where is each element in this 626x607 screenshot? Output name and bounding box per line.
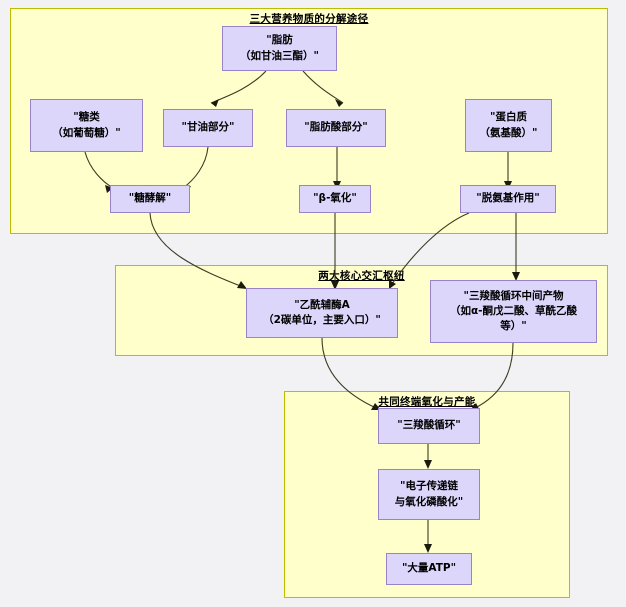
node-acetyl-coa[interactable]: "乙酰辅酶A （2碳单位，主要入口）" xyxy=(246,288,398,338)
node-glycerol[interactable]: "甘油部分" xyxy=(163,109,253,147)
node-etc-oxphos[interactable]: "电子传递链 与氧化磷酸化" xyxy=(378,469,480,520)
node-carbohydrate[interactable]: "糖类 （如葡萄糖）" xyxy=(30,99,143,152)
node-glycolysis[interactable]: "糖酵解" xyxy=(110,185,190,213)
node-atp[interactable]: "大量ATP" xyxy=(386,553,472,585)
node-fat[interactable]: "脂肪 （如甘油三酯）" xyxy=(222,26,337,71)
node-tca-intermediates[interactable]: "三羧酸循环中间产物 （如α-酮戊二酸、草酰乙酸 等）" xyxy=(430,280,597,343)
cluster-terminal-oxidation-title: 共同终端氧化与产能 xyxy=(378,396,476,408)
cluster-nutrient-breakdown-title: 三大营养物质的分解途径 xyxy=(249,13,369,25)
node-deamination[interactable]: "脱氨基作用" xyxy=(460,185,556,213)
cluster-core-hubs-title: 两大核心交汇枢纽 xyxy=(318,270,405,282)
node-tca-cycle[interactable]: "三羧酸循环" xyxy=(378,408,480,444)
node-protein[interactable]: "蛋白质 （氨基酸）" xyxy=(465,99,552,152)
node-beta-oxidation[interactable]: "β-氧化" xyxy=(299,185,371,213)
node-fatty-acid[interactable]: "脂肪酸部分" xyxy=(286,109,386,147)
